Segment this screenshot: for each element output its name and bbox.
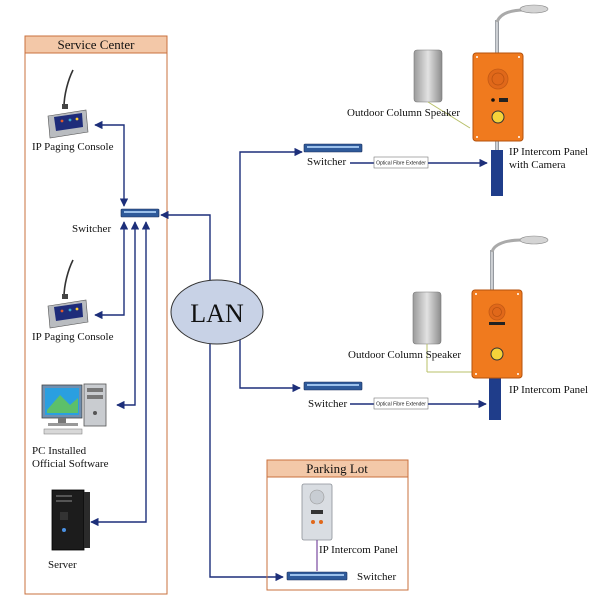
service-center-switch-label: Switcher [72,223,111,235]
fibre-extender-middle: Optical Fibre Extender [373,397,429,410]
lan-cloud: LAN [170,279,264,345]
intercom-panel-camera-label-2: with Camera [509,159,566,171]
paging-console-2 [47,259,89,329]
service-center-box: Service Center [24,35,168,595]
switch-parking-label: Switcher [357,571,396,583]
service-center-links [90,120,151,527]
pc-label-line-2: Official Software [32,458,109,470]
paging-console-1-label: IP Paging Console [32,141,114,153]
speaker-top-label: Outdoor Column Speaker [347,107,460,119]
parking-lot-title: Parking Lot [306,461,368,476]
service-center-switch [120,208,160,218]
switch-top [303,143,363,153]
outdoor-speaker-middle [412,291,472,373]
pc-label-line-1: PC Installed [32,445,87,457]
intercom-panel-parking-label: IP Intercom Panel [319,544,398,556]
switch-middle [303,381,363,391]
service-center-title: Service Center [58,37,136,52]
paging-console-2-label: IP Paging Console [32,331,114,343]
fibre-extender-top: Optical Fibre Extender [373,156,429,169]
server [51,489,90,551]
intercom-panel-camera-label-1: IP Intercom Panel [509,146,588,158]
switch-middle-label: Switcher [308,398,347,410]
switch-top-label: Switcher [307,156,346,168]
switch-parking [286,571,348,581]
paging-console-1 [47,69,89,139]
lan-links [160,147,303,582]
lan-label: LAN [190,299,244,328]
outdoor-speaker-top [413,49,471,129]
intercom-panel-camera [472,52,524,142]
fibre-extender-top-label: Optical Fibre Extender [376,161,426,167]
intercom-panel-parking [301,483,333,571]
fibre-extender-middle-label: Optical Fibre Extender [376,402,426,408]
server-label: Server [48,559,77,571]
speaker-middle-label: Outdoor Column Speaker [348,349,461,361]
parking-lot-box: Parking Lot [266,459,409,591]
pc-workstation [41,383,107,435]
intercom-panel-middle [471,289,523,379]
intercom-panel-middle-label: IP Intercom Panel [509,384,588,396]
